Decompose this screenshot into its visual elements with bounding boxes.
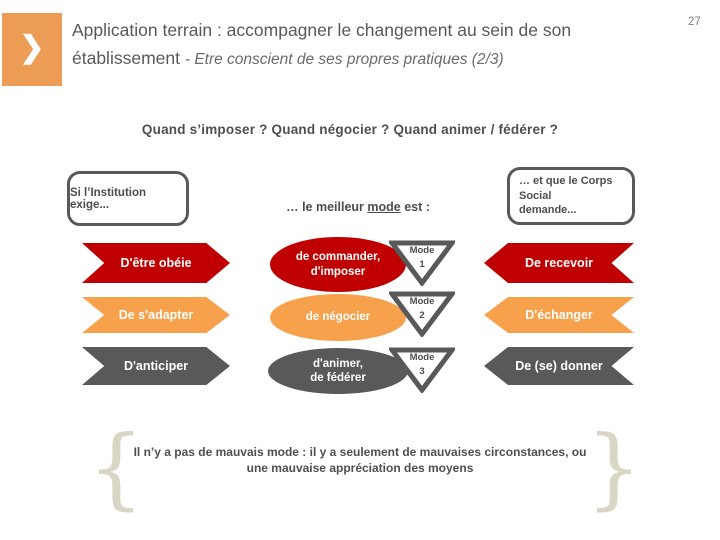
institution-box: Si l’Institution exige... bbox=[67, 171, 189, 226]
row1-mode-number: 1 bbox=[419, 259, 425, 270]
row2-mode-line1: de négocier bbox=[305, 311, 371, 324]
institution-box-label: Si l’Institution exige... bbox=[70, 186, 147, 211]
row2-left-arrow: De s'adapter bbox=[82, 297, 230, 333]
triangle-shape bbox=[389, 240, 455, 286]
row2-mode-triangle: Mode 2 bbox=[389, 291, 455, 337]
triangle-shape bbox=[389, 347, 455, 393]
row3-mode-number: 3 bbox=[419, 366, 425, 377]
slide-title-subpart: - Etre conscient de ses propres pratique… bbox=[184, 51, 504, 68]
row3-mode-line1: d'animer, bbox=[312, 357, 364, 370]
row1-mode-tag: Mode bbox=[409, 245, 435, 256]
row3-mode-triangle: Mode 3 bbox=[389, 347, 455, 393]
footer-quote-line1: Il n’y a pas de mauvais mode : il y a se… bbox=[133, 445, 587, 459]
best-mode-prefix: … le meilleur bbox=[286, 200, 368, 214]
best-mode-suffix: est : bbox=[400, 200, 430, 214]
triangle-shape bbox=[389, 291, 455, 337]
best-mode-label: … le meilleur mode est : bbox=[258, 200, 458, 214]
row1-mode-ellipse: de commander, d'imposer bbox=[270, 237, 406, 292]
row1-mode-triangle: Mode 1 bbox=[389, 240, 455, 286]
row3-mode-tag: Mode bbox=[409, 352, 435, 363]
row3-right-arrow: De (se) donner bbox=[484, 347, 634, 385]
row3-left-arrow: D'anticiper bbox=[82, 347, 230, 385]
footer-quote-line2: une mauvaise appréciation des moyens bbox=[246, 461, 474, 475]
row2-mode-ellipse: de négocier bbox=[270, 294, 406, 341]
chevron-right-icon: ❯ bbox=[19, 31, 45, 64]
row2-mode-number: 2 bbox=[419, 310, 425, 321]
row2-mode-tag: Mode bbox=[409, 296, 435, 307]
row1-mode-line2: d'imposer bbox=[310, 265, 366, 278]
row3-mode-line2: de fédérer bbox=[310, 372, 366, 384]
corps-social-box-label: … et que le Corps Social demande... bbox=[519, 174, 632, 219]
corps-social-line2: demande... bbox=[519, 204, 577, 217]
row1-mode-line1: de commander, bbox=[295, 251, 381, 264]
left-brace: { bbox=[88, 416, 144, 519]
row2-right-arrow: D'échanger bbox=[484, 297, 634, 333]
corps-social-box: … et que le Corps Social demande... bbox=[507, 167, 635, 225]
row1-right-arrow: De recevoir bbox=[484, 243, 634, 283]
slide-title: Application terrain : accompagner le cha… bbox=[72, 16, 617, 73]
slide-title-main: Application terrain : accompagner le cha… bbox=[72, 20, 572, 68]
best-mode-word: mode bbox=[367, 200, 401, 214]
page-number: 27 bbox=[688, 16, 701, 28]
right-brace: } bbox=[586, 416, 642, 519]
corps-social-line1: … et que le Corps Social bbox=[519, 174, 613, 202]
header-accent-box: ❯ bbox=[2, 13, 62, 86]
footer-quote: Il n’y a pas de mauvais mode : il y a se… bbox=[110, 444, 610, 476]
row3-mode-ellipse: d'animer, de fédérer bbox=[268, 348, 408, 394]
question-line: Quand s’imposer ? Quand négocier ? Quand… bbox=[141, 122, 559, 137]
row1-left-arrow: D'être obéie bbox=[82, 243, 230, 283]
